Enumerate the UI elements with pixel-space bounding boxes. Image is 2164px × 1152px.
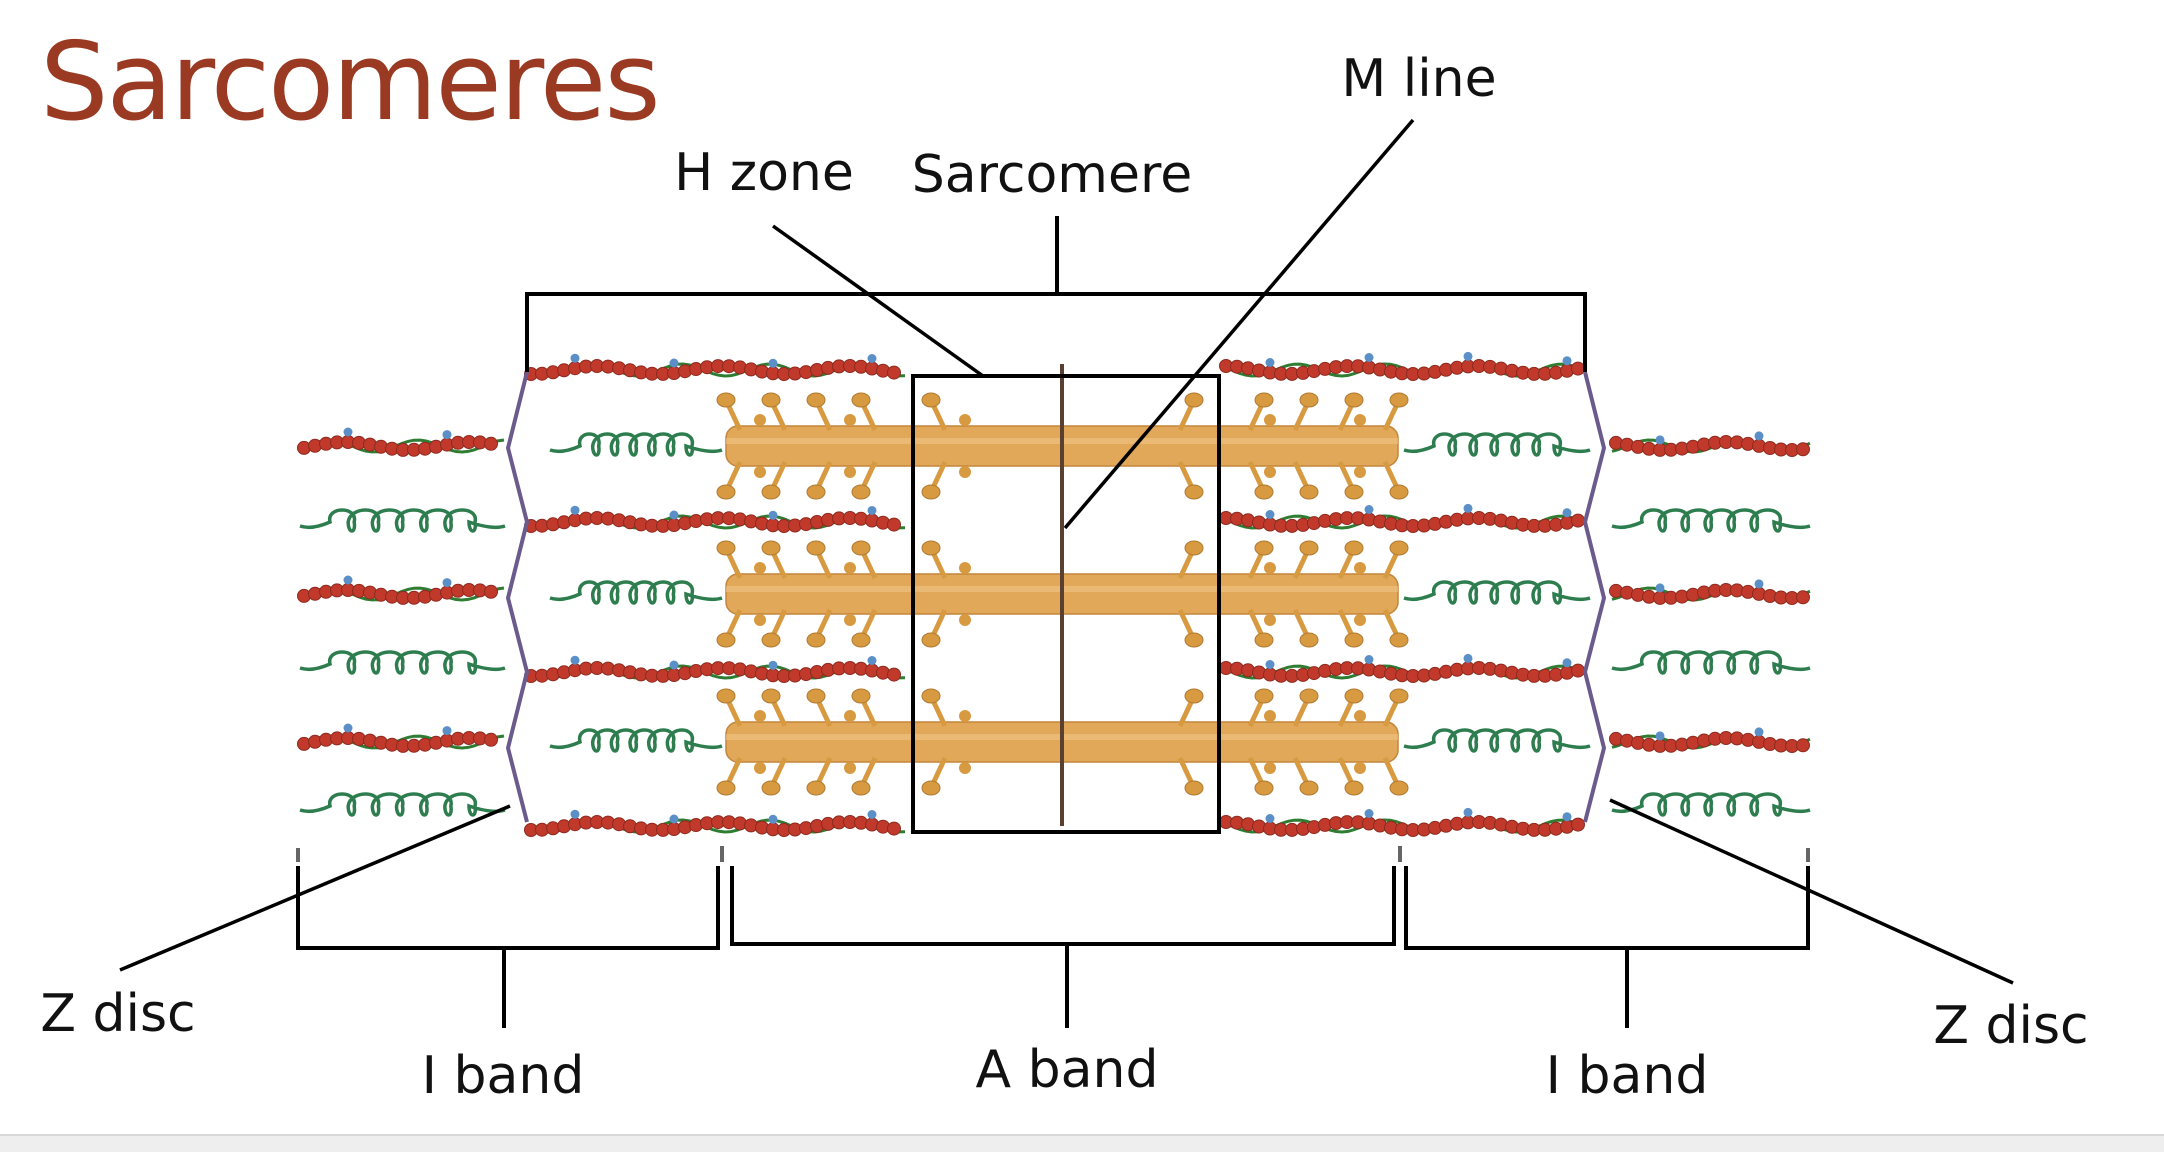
titin-left-1	[549, 580, 723, 605]
thin-filament-left-0	[524, 353, 906, 381]
z-disc-left-label: Z disc	[40, 984, 195, 1044]
thin-filament-left-2	[524, 655, 906, 683]
h-zone-leader	[771, 224, 985, 378]
band-ticks	[296, 846, 1810, 862]
thin-filament-right-2	[1219, 653, 1585, 683]
outer-thin-left-4	[297, 723, 505, 753]
m-line-leader	[1063, 118, 1415, 530]
outer-titin-left-3	[299, 650, 506, 675]
i-band-left-bracket	[296, 866, 720, 1028]
slide-title: Sarcomeres	[40, 20, 661, 145]
sarcomere-bracket	[525, 216, 1587, 372]
i-band-right-bracket	[1404, 866, 1810, 1028]
z-disc-left	[505, 371, 530, 823]
a-band-label: A band	[976, 1040, 1159, 1100]
thin-filament-right-1	[1219, 503, 1585, 533]
outer-thin-left-2	[297, 575, 505, 605]
titin-right-0	[1403, 432, 1591, 457]
i-band-left-label: I band	[422, 1046, 585, 1106]
outer-titin-left-1	[299, 508, 506, 533]
z-disc-left-leader	[119, 804, 511, 972]
thin-filament-left-1	[524, 505, 906, 533]
outer-thin-left-0	[297, 427, 505, 457]
outer-thin-right-4	[1609, 727, 1811, 753]
outer-thin-right-0	[1609, 431, 1811, 457]
z-disc-right-leader	[1609, 798, 2014, 985]
z-disc-right	[1582, 371, 1607, 823]
outer-titin-right-5	[1611, 792, 1811, 817]
filament-artwork	[297, 351, 1811, 837]
sarcomere-label: Sarcomere	[912, 145, 1192, 205]
a-band-bracket	[730, 866, 1396, 1028]
titin-left-0	[549, 432, 723, 457]
outer-titin-left-5	[299, 792, 506, 817]
titin-right-2	[1403, 728, 1591, 753]
outer-titin-right-3	[1611, 650, 1811, 675]
thin-filament-left-3	[524, 809, 906, 837]
titin-left-2	[549, 728, 723, 753]
outer-titin-right-1	[1611, 508, 1811, 533]
h-zone-box	[911, 374, 1221, 834]
thin-filament-right-0	[1219, 351, 1585, 381]
m-line-label: M line	[1341, 49, 1496, 109]
titin-right-1	[1403, 580, 1591, 605]
h-zone-label: H zone	[674, 143, 854, 203]
thin-filament-right-3	[1219, 807, 1585, 837]
i-band-right-label: I band	[1546, 1046, 1709, 1106]
window-footer-bar	[0, 1134, 2164, 1152]
z-disc-right-label: Z disc	[1933, 996, 2088, 1056]
outer-thin-right-2	[1609, 579, 1811, 605]
